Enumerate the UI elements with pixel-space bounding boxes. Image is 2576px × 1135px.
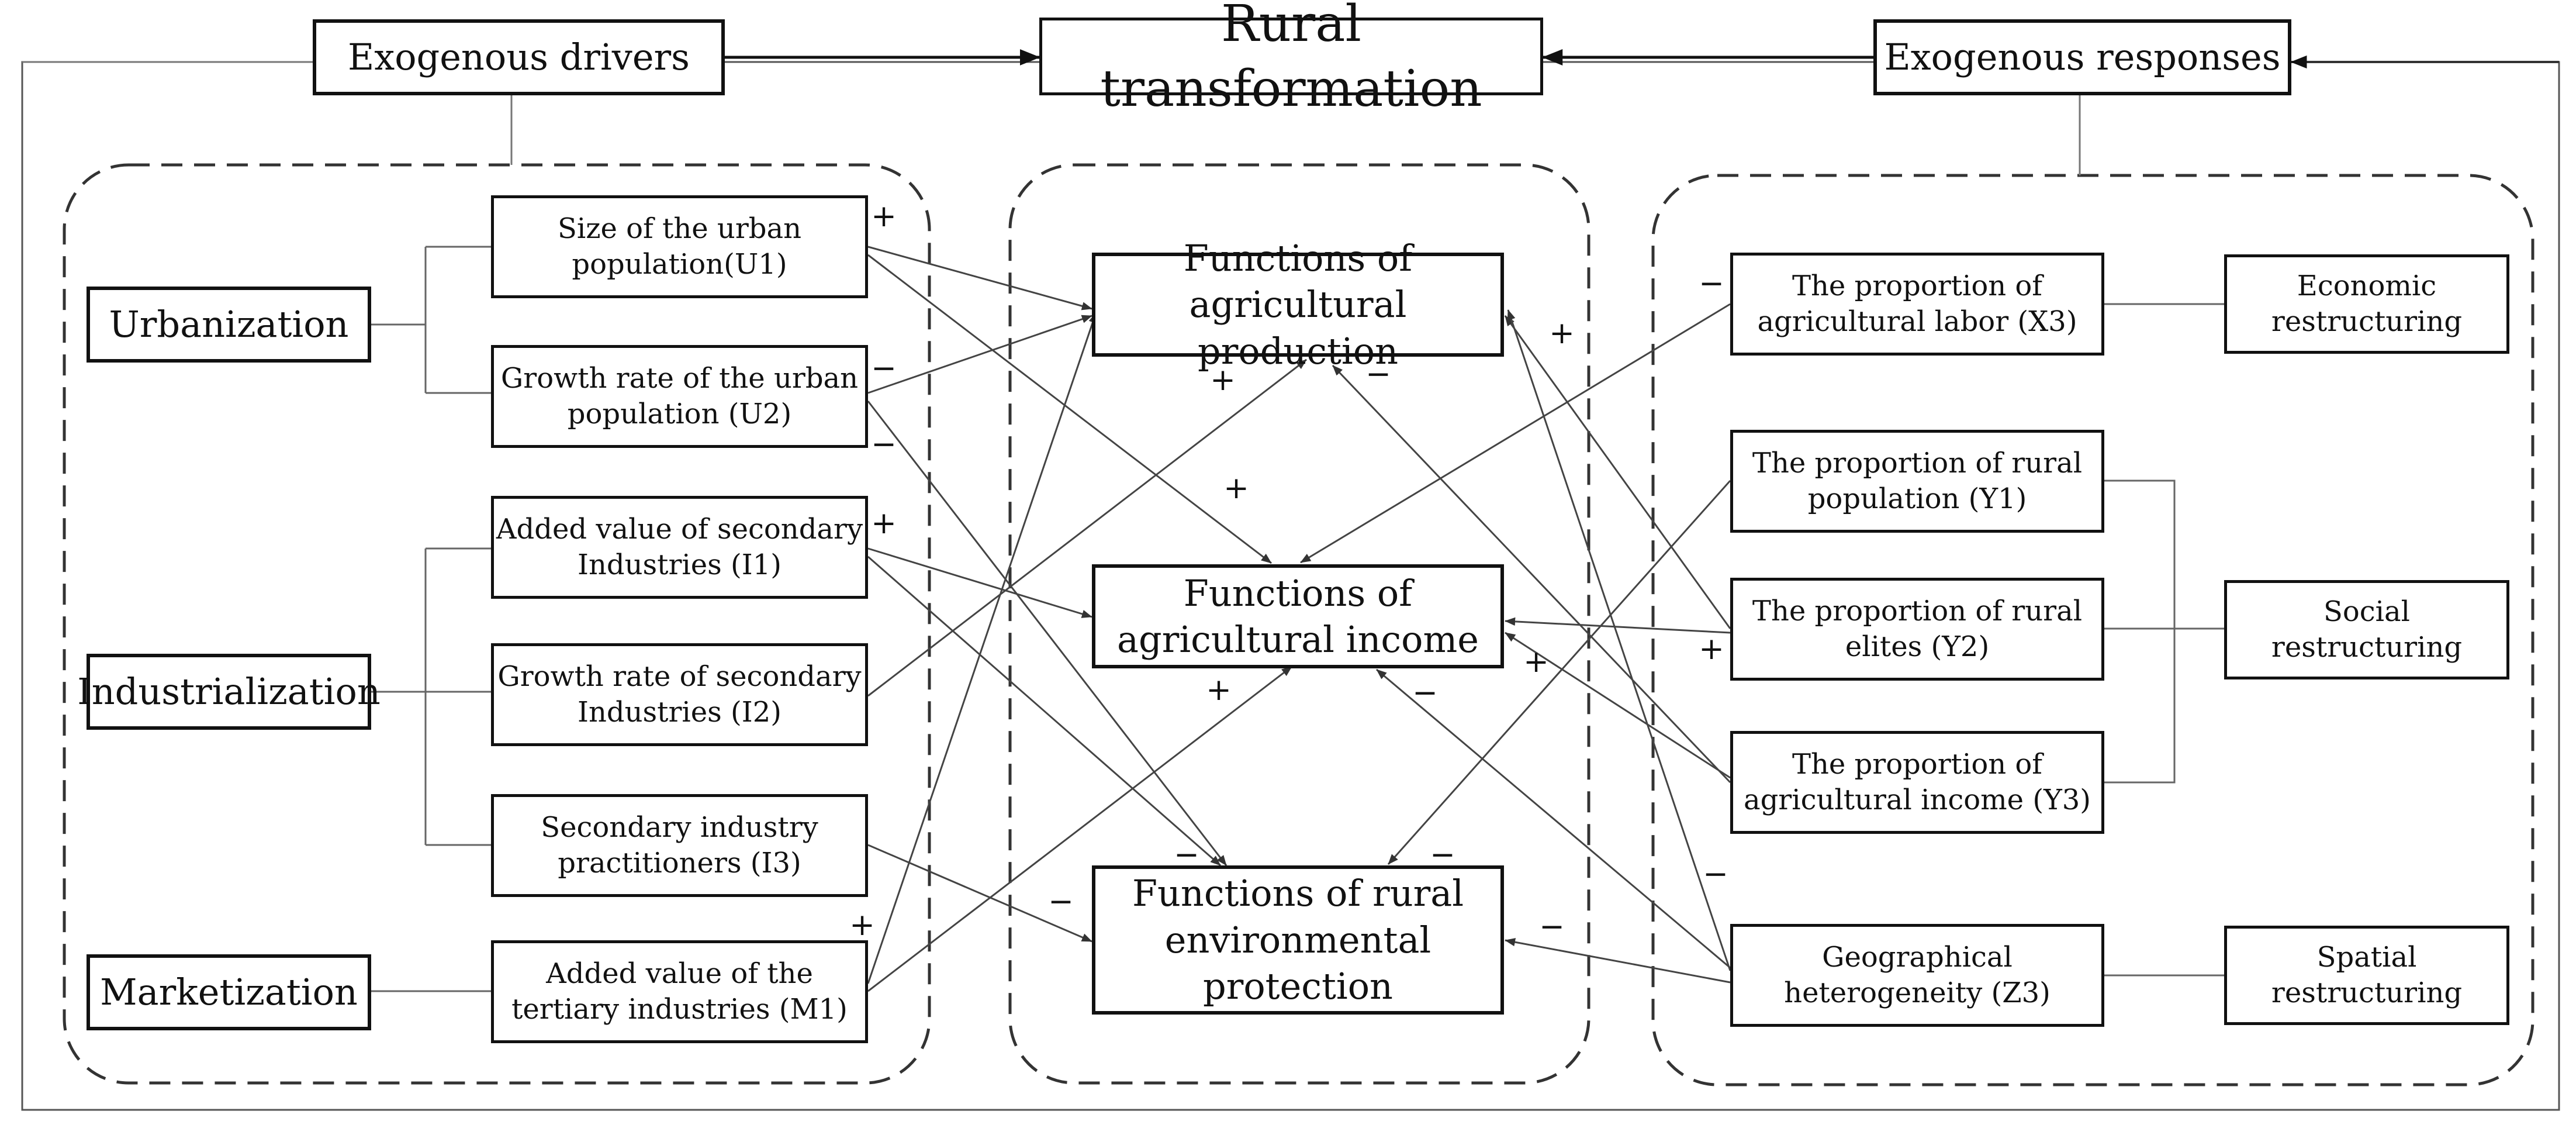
arrow-m1-production (867, 312, 1097, 984)
function-environment-label: Functions of rural environmental protect… (1132, 872, 1464, 1008)
sign-i1: + (871, 506, 897, 541)
indicator-i3-label: Secondary industry practitioners (I3) (541, 810, 818, 879)
arrow-x3-income (1300, 303, 1731, 564)
exogenous-responses-label: Exogenous responses (1884, 36, 2281, 79)
arrow-u2-environment (867, 401, 1228, 866)
marketization-box: Marketization (87, 954, 371, 1030)
drivers-container (63, 163, 931, 1085)
arrow-i3-environment (867, 844, 1092, 943)
sign-production-left: + (1210, 363, 1236, 398)
response-y2-box: The proportion of rural elites (Y2) (1730, 578, 2104, 681)
industrialization-bracket (365, 547, 491, 846)
sign-m1: + (849, 908, 875, 943)
economic-restructuring-label: Economic restructuring (2271, 269, 2463, 338)
response-z3-box: Geographical heterogeneity (Z3) (1730, 924, 2104, 1027)
spatial-restructuring-label: Spatial restructuring (2271, 940, 2463, 1009)
indicator-m1-label: Added value of the tertiary industries (… (511, 957, 848, 1026)
arrow-u1-production (867, 246, 1092, 311)
response-x3-label: The proportion of agricultural labor (X3… (1757, 269, 2077, 338)
sign-production-right: − (1365, 357, 1391, 392)
arrow-y2-production (1504, 315, 1731, 629)
arrow-y3-production (1332, 364, 1731, 784)
social-bracket (2104, 479, 2224, 784)
indicator-m1-box: Added value of the tertiary industries (… (491, 940, 868, 1043)
social-restructuring-label: Social restructuring (2271, 595, 2463, 664)
response-y1-box: The proportion of rural population (Y1) (1730, 430, 2104, 533)
sign-environment-right1: − (1430, 837, 1455, 872)
sign-y2-production: + (1549, 316, 1575, 351)
function-income-label: Functions of agricultural income (1117, 571, 1479, 661)
function-production-label: Functions of agricultural production (1183, 236, 1413, 372)
urbanization-bracket (371, 246, 491, 394)
sign-y2: + (1699, 632, 1724, 667)
exogenous-responses-box: Exogenous responses (1873, 19, 2291, 95)
response-y1-label: The proportion of rural population (Y1) (1752, 446, 2083, 515)
indicator-u2-box: Growth rate of the urban population (U2) (491, 345, 868, 448)
sign-u2-environment: − (871, 427, 897, 462)
indicator-i2-box: Growth rate of secondary Industries (I2) (491, 643, 868, 746)
sign-x3: − (1699, 266, 1724, 301)
spatial-restructuring-box: Spatial restructuring (2224, 926, 2509, 1025)
response-y3-box: The proportion of agricultural income (Y… (1730, 731, 2104, 834)
sign-u1: + (871, 199, 897, 234)
social-restructuring-box: Social restructuring (2224, 580, 2509, 679)
indicator-u1-box: Size of the urban population(U1) (491, 195, 868, 298)
urbanization-label: Urbanization (109, 303, 349, 346)
sign-z3: − (1703, 857, 1728, 892)
arrow-y1-environment (1387, 480, 1731, 865)
response-y3-label: The proportion of agricultural income (Y… (1743, 747, 2091, 816)
responses-container (1651, 174, 2534, 1086)
urbanization-box: Urbanization (87, 287, 371, 363)
indicator-u1-label: Size of the urban population(U1) (557, 212, 802, 281)
arrow-z3-production (1507, 309, 1731, 971)
economic-restructuring-box: Economic restructuring (2224, 254, 2509, 354)
exogenous-drivers-box: Exogenous drivers (313, 19, 725, 95)
page-title: Rural transformation (1100, 0, 1482, 118)
marketization-label: Marketization (100, 971, 358, 1014)
response-y2-label: The proportion of rural elites (Y2) (1752, 594, 2083, 663)
sign-environment-right2: − (1539, 909, 1565, 944)
sign-income-y2: + (1523, 644, 1549, 679)
function-environment-box: Functions of rural environmental protect… (1092, 865, 1504, 1015)
arrow-y3-income (1505, 632, 1731, 779)
sign-income-right: − (1412, 675, 1438, 710)
indicator-i1-box: Added value of secondary Industries (I1) (491, 496, 868, 599)
function-production-box: Functions of agricultural production (1092, 237, 1504, 372)
rural-transformation-title: Rural transformation (1039, 0, 1543, 118)
response-x3-box: The proportion of agricultural labor (X3… (1730, 253, 2104, 356)
sign-income-left: + (1206, 672, 1232, 708)
sign-environment-left2: − (1048, 884, 1074, 919)
arrow-i1-income (867, 547, 1092, 618)
arrow-i2-production (867, 358, 1307, 697)
arrow-y2-income (1505, 617, 1731, 634)
industrialization-label: Industrialization (77, 670, 381, 713)
exogenous-drivers-label: Exogenous drivers (348, 36, 690, 79)
sign-u2-production: − (871, 351, 897, 386)
industrialization-box: Industrialization (77, 654, 381, 730)
arrow-z3-income (1376, 668, 1731, 969)
sign-environment-left1: − (1174, 837, 1199, 872)
indicator-i2-label: Growth rate of secondary Industries (I2) (497, 660, 862, 729)
arrow-m1-income (867, 665, 1292, 992)
indicator-u2-label: Growth rate of the urban population (U2) (500, 361, 859, 430)
arrow-z3-environment (1505, 938, 1731, 984)
arrow-u1-income (867, 254, 1272, 564)
indicator-i3-box: Secondary industry practitioners (I3) (491, 794, 868, 897)
arrow-u2-production (867, 315, 1092, 394)
function-income-box: Functions of agricultural income (1092, 564, 1504, 668)
sign-income-top: + (1223, 471, 1249, 506)
response-z3-label: Geographical heterogeneity (Z3) (1784, 940, 2051, 1009)
indicator-i1-label: Added value of secondary Industries (I1) (496, 512, 863, 581)
arrow-i1-environment (867, 556, 1221, 867)
